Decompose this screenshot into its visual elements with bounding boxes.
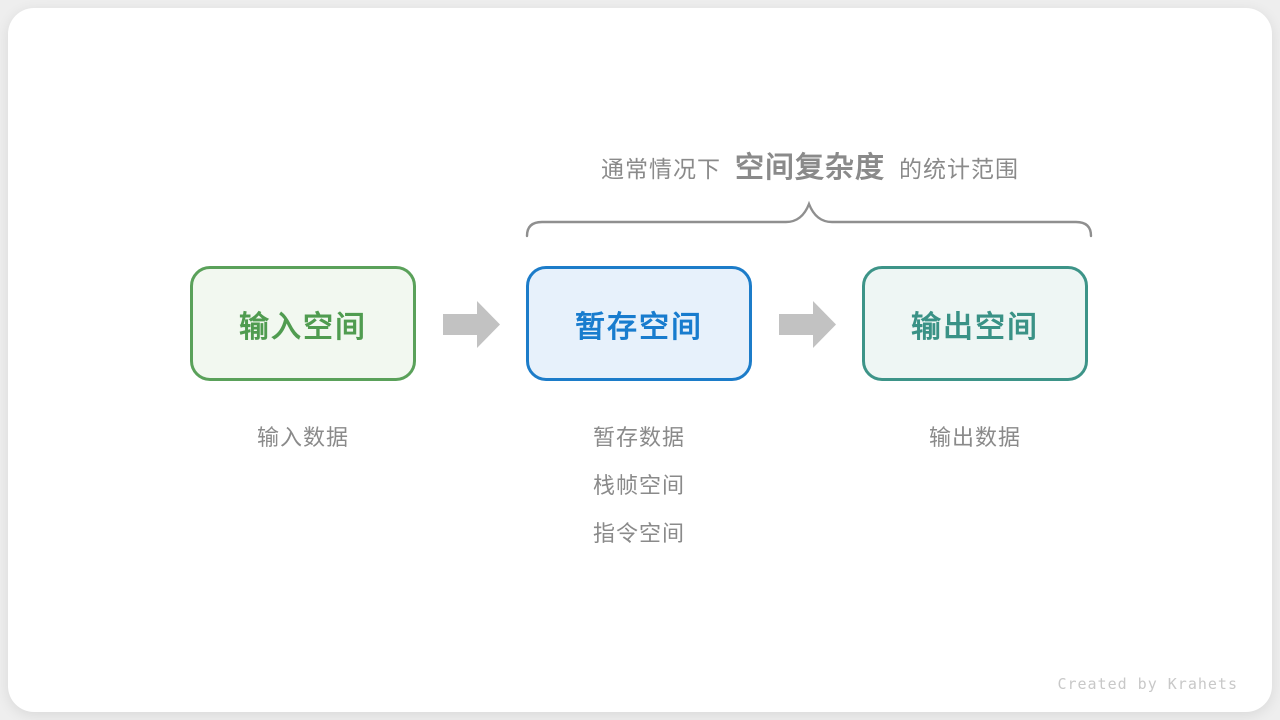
note-line: 暂存数据 xyxy=(592,425,685,450)
output-space-box: 输出空间 xyxy=(862,266,1088,381)
input-space-notes: 输入数据 xyxy=(190,414,416,462)
arrow-right-icon xyxy=(779,301,836,348)
note-line: 输入数据 xyxy=(256,425,349,450)
scope-title-suffix: 的统计范围 xyxy=(899,156,1019,182)
temp-space-box: 暂存空间 xyxy=(526,266,752,381)
scope-brace-icon xyxy=(525,200,1093,238)
scope-title-prefix: 通常情况下 xyxy=(600,156,721,182)
note-line: 输出数据 xyxy=(928,425,1021,450)
arrow-right-icon xyxy=(443,301,500,348)
temp-space-label: 暂存空间 xyxy=(575,310,703,344)
temp-space-notes: 暂存数据 栈帧空间 指令空间 xyxy=(526,414,752,558)
input-space-box: 输入空间 xyxy=(190,266,416,381)
scope-title-highlight: 空间复杂度 xyxy=(734,152,885,184)
note-line: 指令空间 xyxy=(592,521,685,546)
note-line: 栈帧空间 xyxy=(592,473,685,498)
scope-title: 通常情况下 空间复杂度 的统计范围 xyxy=(528,144,1092,188)
output-space-label: 输出空间 xyxy=(911,310,1039,344)
credit-text: Created by Krahets xyxy=(1057,675,1238,693)
input-space-label: 输入空间 xyxy=(239,310,367,344)
output-space-notes: 输出数据 xyxy=(862,414,1088,462)
